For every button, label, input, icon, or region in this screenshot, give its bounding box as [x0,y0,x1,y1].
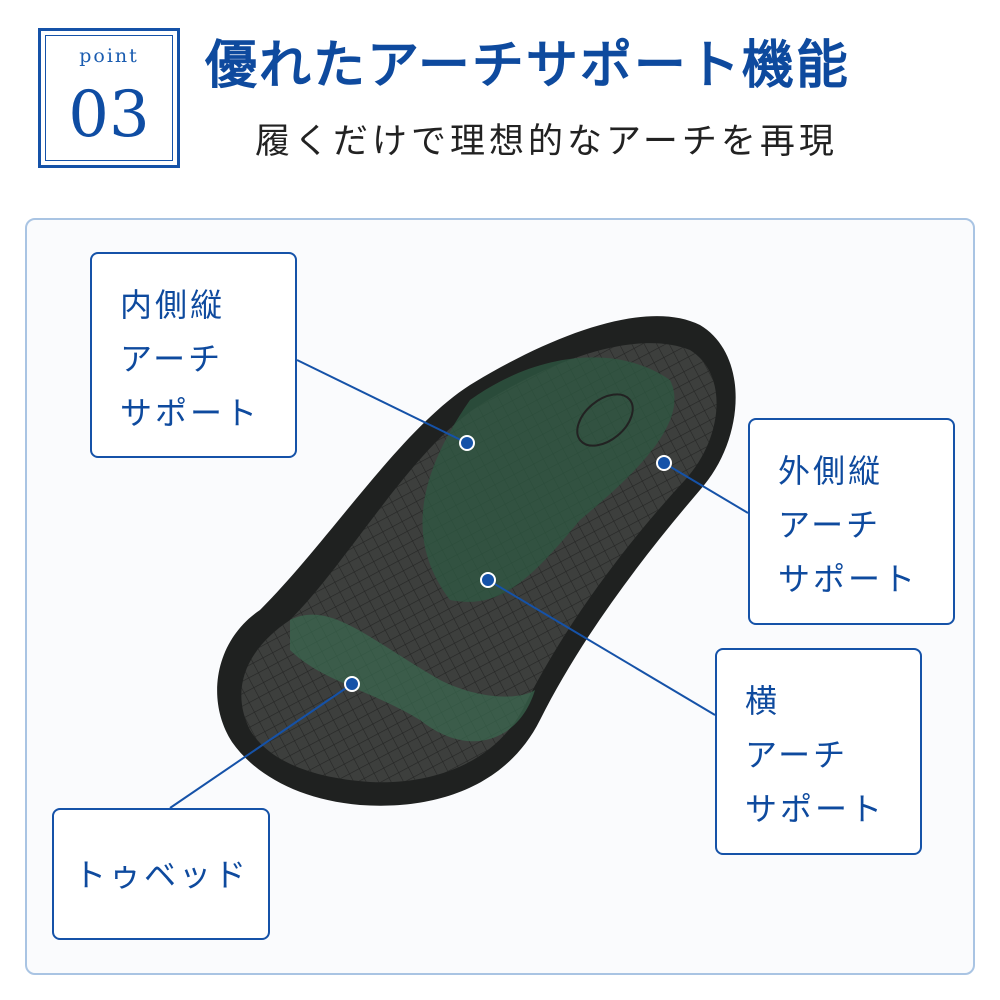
heel-logo [576,393,634,447]
marker-transverse [480,572,496,588]
page-title: 優れたアーチサポート機能 [205,35,850,96]
leader-line-transverse [487,579,716,716]
leader-line-lateral [663,462,749,514]
point-badge: point 03 [38,28,180,168]
callout-text: サポート [778,560,919,598]
callout-lateral-arch: 外側縦 アーチ サポート [748,418,955,625]
marker-toebed [344,676,360,692]
support-zone-toe [290,614,535,742]
leader-line-toebed [169,683,353,809]
marker-medial [459,435,475,451]
callout-text: サポート [120,394,261,432]
callout-text: アーチ [120,340,224,378]
callout-text: サポート [745,790,886,828]
callout-text: トゥベッド [74,856,250,894]
callout-text: 横 [745,682,781,720]
page-subtitle: 履くだけで理想的なアーチを再現 [255,122,838,162]
callout-text: 内側縦 [120,286,226,324]
leader-line-medial [296,359,468,444]
callout-text: アーチ [745,736,849,774]
callout-text: アーチ [778,506,882,544]
support-zone-arch [422,357,675,602]
badge-number: 03 [68,78,150,152]
marker-lateral [656,455,672,471]
badge-label: point [79,45,139,67]
callout-transverse-arch: 横 アーチ サポート [715,648,922,855]
callout-text: 外側縦 [778,452,884,490]
callout-toebed: トゥベッド [52,808,270,940]
callout-medial-arch: 内側縦 アーチ サポート [90,252,297,458]
